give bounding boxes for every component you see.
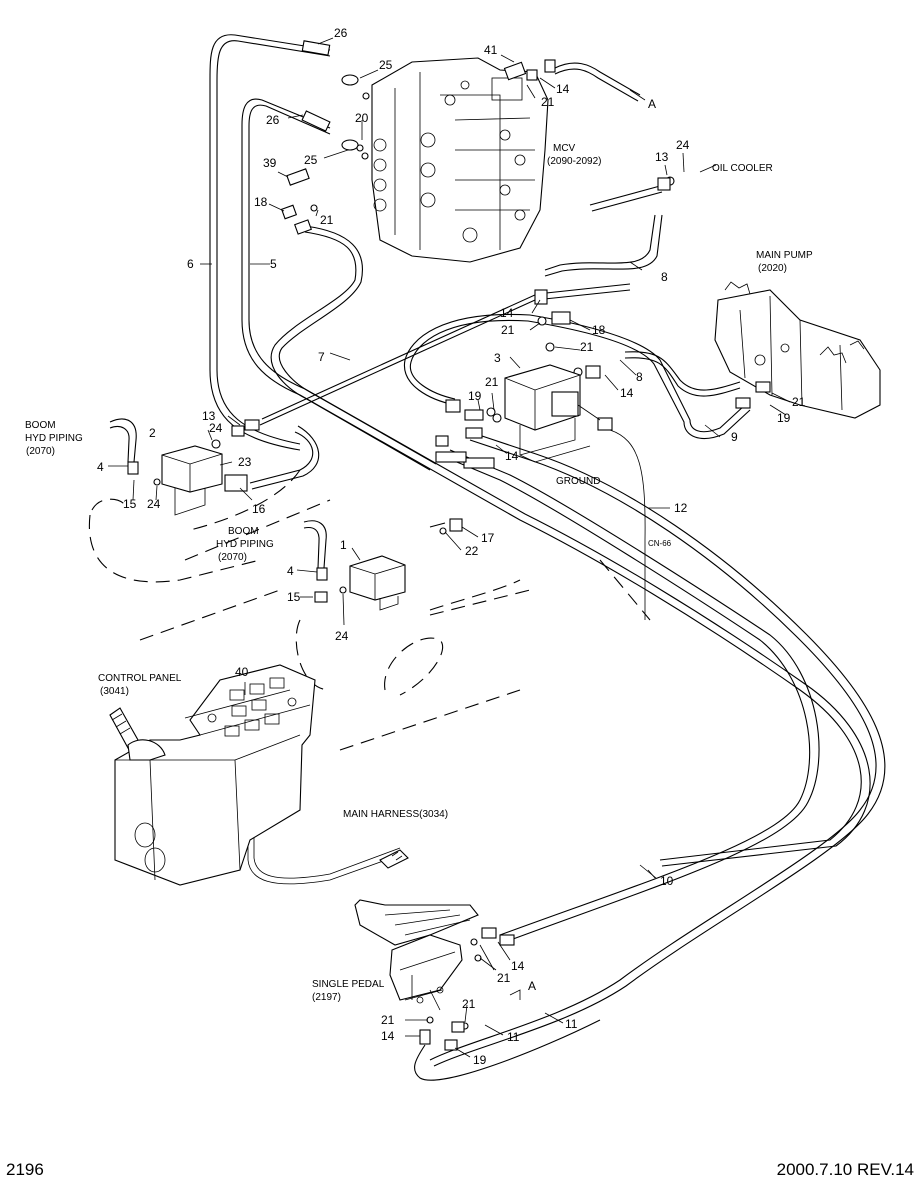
callout-21-mcv: 21 — [320, 213, 334, 227]
hoses — [209, 34, 886, 1081]
callout-25-top: 25 — [379, 58, 393, 72]
main-pump-label: MAIN PUMP — [756, 250, 813, 261]
valve-block-3 — [504, 364, 613, 463]
callout-25-mid: 25 — [304, 153, 318, 167]
callout-5: 5 — [270, 257, 277, 271]
callout-21-block-a: 21 — [501, 323, 515, 337]
callout-4-upper: 4 — [97, 460, 104, 474]
callout-12: 12 — [674, 501, 688, 515]
callout-10: 10 — [660, 874, 674, 888]
boom-piping-2-ref: (2070) — [218, 552, 247, 563]
leader-lines — [108, 37, 791, 1058]
callout-15-lower: 15 — [287, 590, 301, 604]
callout-39: 39 — [263, 156, 277, 170]
boom-piping-1-sub: HYD PIPING — [25, 433, 83, 444]
boom-piping-2-sub: HYD PIPING — [216, 539, 274, 550]
callout-21-top: 21 — [541, 95, 555, 109]
callout-26-mid: 26 — [266, 113, 280, 127]
arrow-a-top-label: A — [648, 97, 656, 111]
callout-20: 20 — [355, 111, 369, 125]
callout-6: 6 — [187, 257, 194, 271]
machine-frame-outline — [88, 469, 651, 751]
callout-19-pump: 19 — [777, 411, 791, 425]
ground-label: GROUND — [556, 476, 600, 487]
callout-9: 9 — [731, 430, 738, 444]
callout-1: 1 — [340, 538, 347, 552]
callout-4-lower: 4 — [287, 564, 294, 578]
callout-14-pedal-a: 14 — [511, 959, 525, 973]
callout-26-top: 26 — [334, 26, 348, 40]
callout-3: 3 — [494, 351, 501, 365]
control-panel-ref: (3041) — [100, 686, 129, 697]
callout-15-upper: 15 — [123, 497, 137, 511]
callout-21-block-b: 21 — [580, 340, 594, 354]
single-pedal — [354, 899, 479, 1011]
connector-label: CN-66 — [648, 539, 672, 548]
callout-24-upper: 24 — [147, 497, 161, 511]
arrow-a-bottom-label: A — [528, 979, 536, 993]
callout-24-top: 24 — [676, 138, 690, 152]
boom-piping-2-label: BOOM — [228, 526, 259, 537]
callout-13-top: 13 — [655, 150, 669, 164]
callout-40: 40 — [235, 665, 249, 679]
single-pedal-ref: (2197) — [312, 992, 341, 1003]
callout-14-top: 14 — [556, 82, 570, 96]
callout-14-ground: 14 — [505, 449, 519, 463]
callout-22: 22 — [465, 544, 479, 558]
callout-18-left: 18 — [254, 195, 268, 209]
callout-14-block-b: 14 — [620, 386, 634, 400]
callout-19-pedal: 19 — [473, 1053, 487, 1067]
oil-cooler-label: OIL COOLER — [712, 163, 773, 174]
callout-2: 2 — [149, 426, 156, 440]
part-callouts: 26 25 41 21 14 26 20 25 39 21 18 13 24 6… — [97, 26, 806, 1067]
page-number: 2196 — [6, 1160, 44, 1179]
callout-7: 7 — [318, 350, 325, 364]
callout-16: 16 — [252, 502, 266, 516]
mcv-valve-block — [371, 57, 549, 263]
callout-21-pedal-c: 21 — [462, 997, 476, 1011]
boom-pipe-upper — [109, 418, 137, 463]
boom-piping-1-label: BOOM — [25, 420, 56, 431]
valve-block-2 — [161, 445, 223, 516]
callout-21-block-c: 21 — [485, 375, 499, 389]
mcv-ref: (2090-2092) — [547, 156, 601, 167]
arrow-a-bottom-leader — [509, 989, 521, 1000]
callout-8-mid: 8 — [636, 370, 643, 384]
single-pedal-label: SINGLE PEDAL — [312, 979, 385, 990]
control-panel — [109, 664, 316, 886]
callout-13-left: 13 — [202, 409, 216, 423]
main-harness-label: MAIN HARNESS(3034) — [343, 809, 448, 820]
callout-21-pedal-b: 21 — [381, 1013, 395, 1027]
callout-11-a: 11 — [507, 1030, 520, 1044]
callout-8-top: 8 — [661, 270, 668, 284]
callout-19-block: 19 — [468, 389, 482, 403]
callout-21-pedal-a: 21 — [497, 971, 511, 985]
arrow-a-top-leader — [629, 89, 646, 101]
callout-14-block: 14 — [500, 306, 514, 320]
mcv-label: MCV — [553, 143, 576, 154]
component-labels: MCV (2090-2092) OIL COOLER MAIN PUMP (20… — [25, 97, 813, 1003]
main-harness-connector — [379, 849, 409, 869]
callout-21-pump: 21 — [792, 395, 806, 409]
callout-23: 23 — [238, 455, 252, 469]
callout-24-lower: 24 — [335, 629, 349, 643]
valve-block-1 — [349, 555, 406, 611]
control-panel-label: CONTROL PANEL — [98, 673, 182, 684]
callout-17: 17 — [481, 531, 495, 545]
callout-18-right: 18 — [592, 323, 606, 337]
callout-14-pedal-b: 14 — [381, 1029, 395, 1043]
boom-pipe-lower — [303, 520, 327, 569]
main-pump-ref: (2020) — [758, 263, 787, 274]
revision-date: 2000.7.10 REV.14 — [776, 1160, 914, 1179]
boom-piping-1-ref: (2070) — [26, 446, 55, 457]
callout-24-left: 24 — [209, 421, 223, 435]
callout-11-b: 11 — [565, 1017, 578, 1031]
callout-41: 41 — [484, 43, 498, 57]
